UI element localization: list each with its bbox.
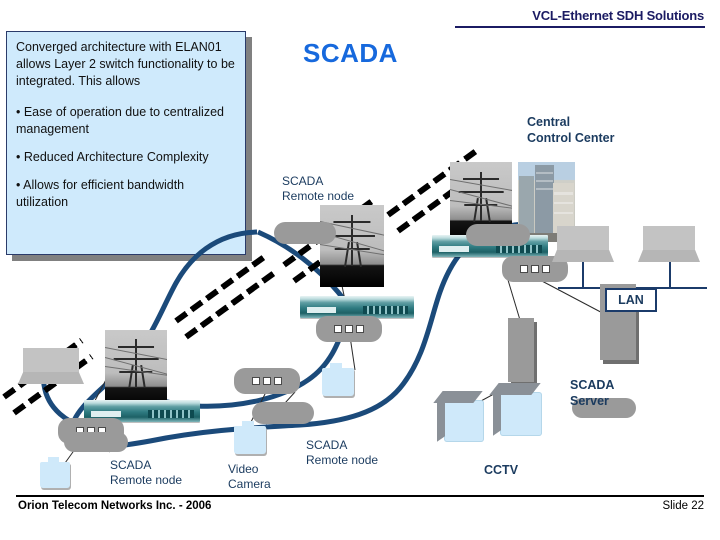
wire-cc-router-server [507,279,521,321]
ethernet-switch-2 [84,400,200,422]
video-camera-icon-3 [40,457,70,488]
label-video-camera: Video Camera [228,462,271,491]
router-node-1 [316,316,382,342]
ethernet-switch-1 [300,296,414,318]
transmission-tower-photo-2 [320,205,384,287]
label-central-control-center: Central Control Center [527,115,615,145]
label-scada-server: SCADA Server [570,378,615,408]
callout-paragraph-3: • Reduced Architecture Complexity [16,150,209,164]
server-rack-1 [508,318,534,382]
page-title: SCADA [303,38,398,68]
cctv-camera-2 [489,383,542,436]
bridge-node-3 [64,432,128,452]
label-scada-remote-node-bottom-left: SCADA Remote node [110,458,183,487]
label-scada-remote-node-bottom-mid: SCADA Remote node [306,438,379,467]
label-cctv: CCTV [484,463,519,477]
sdh-ring-path [69,221,577,450]
callout-paragraph-4: • Allows for efficient bandwidth utiliza… [16,178,185,209]
laptop-workstation-3 [638,226,700,262]
laptop-workstation-2 [552,226,614,262]
video-camera-icon [234,421,266,454]
laptop-workstation-1 [18,348,84,384]
router-node-3 [234,368,300,394]
video-camera-icon-2 [322,363,354,396]
bridge-node-2 [252,402,314,424]
label-scada-remote-node-top: SCADA Remote node [282,174,355,203]
transmission-tower-photo-1 [105,330,167,408]
footer-copyright: Orion Telecom Networks Inc. - 2006 [18,500,212,512]
callout-box: Converged architecture with ELAN01 allow… [6,31,246,255]
callout-paragraph-1: Converged architecture with ELAN01 allow… [16,40,235,88]
bridge-node-1 [274,222,336,244]
bridge-node-5 [572,398,636,418]
lan-label-box: LAN [605,288,657,312]
cctv-camera-1 [433,391,484,442]
footer-divider [16,495,704,497]
header-divider [455,26,705,28]
slide-number: Slide 22 [662,500,704,512]
header-title: VCL-Ethernet SDH Solutions [532,8,704,23]
callout-paragraph-2: • Ease of operation due to centralized m… [16,105,224,136]
bridge-node-4 [466,224,530,246]
